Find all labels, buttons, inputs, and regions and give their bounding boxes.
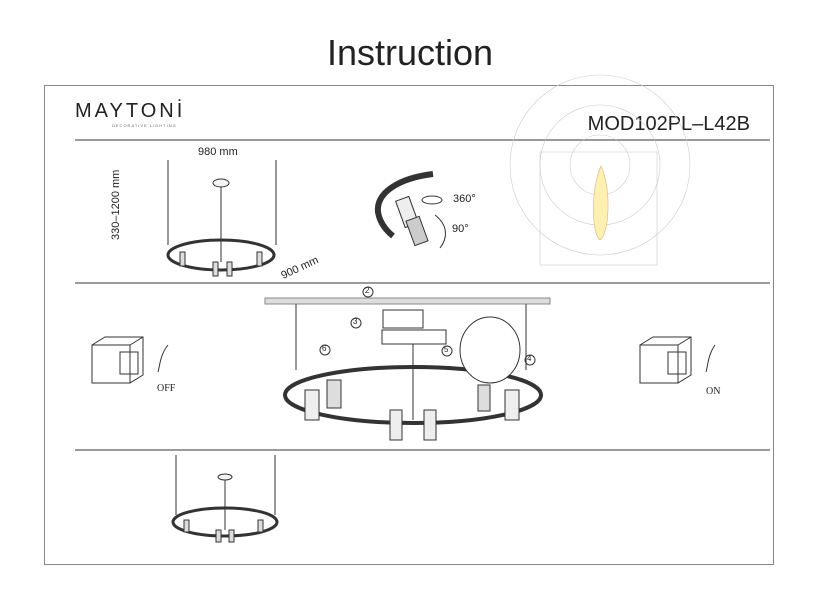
width-dimension: 980 mm <box>198 146 238 158</box>
page-title: Instruction <box>326 32 494 73</box>
switch-on-drawing <box>639 336 716 384</box>
instruction-frame <box>44 85 774 565</box>
height-dimension: 330–1200 mm <box>110 169 122 240</box>
callout-4: 4 <box>527 354 532 363</box>
switch-on-label: ON <box>706 386 721 397</box>
callout-5: 5 <box>444 345 449 354</box>
installation-drawing <box>264 286 551 441</box>
callout-6: 6 <box>322 344 327 353</box>
callout-2: 2 <box>365 286 370 295</box>
horizontal-rotation-label: 360° <box>453 193 476 205</box>
dimension-drawing <box>166 160 277 277</box>
lamp-drawing <box>171 455 279 543</box>
brand-tagline: DECORATIVE LIGHTING <box>112 123 177 128</box>
vertical-rotation-label: 90° <box>452 223 469 235</box>
divider <box>75 449 770 451</box>
callout-3: 3 <box>353 317 358 326</box>
switch-off-drawing <box>91 336 169 384</box>
brand-logo: MAYTONİ <box>75 100 186 122</box>
model-number: MOD102PL–L42B <box>587 113 750 135</box>
switch-off-label: OFF <box>157 383 176 394</box>
divider <box>75 139 770 141</box>
rotation-drawing <box>374 171 446 249</box>
divider <box>75 282 770 284</box>
light-distribution-chart <box>509 74 691 266</box>
